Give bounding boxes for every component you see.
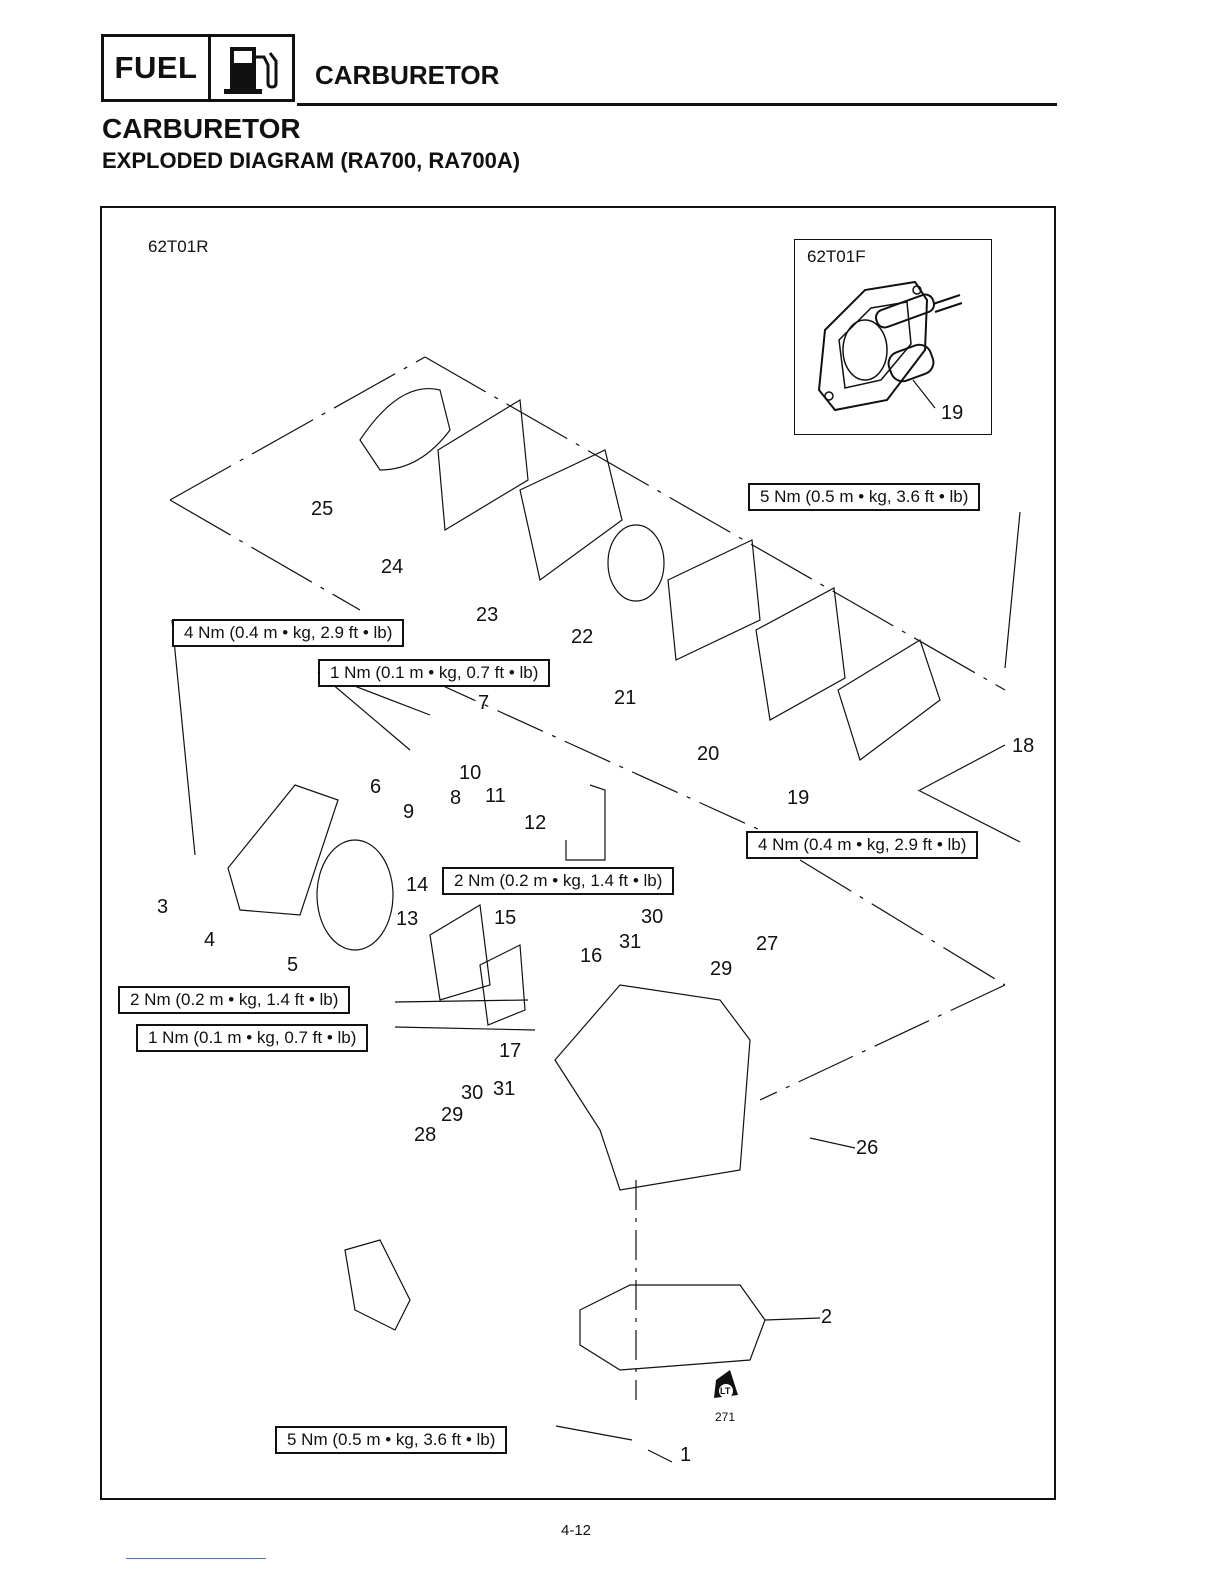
callout: 5 (287, 954, 299, 976)
torque-spec: 4 Nm (0.4 m • kg, 2.9 ft • lb) (172, 619, 405, 647)
callout: 15 (494, 907, 517, 929)
callout: 25 (311, 498, 334, 520)
callout: 30 (461, 1082, 484, 1104)
header-rule (297, 103, 1057, 106)
inset-code: 62T01F (807, 247, 866, 266)
inset-frame: 62T01F 19 (794, 239, 992, 435)
callout: 12 (524, 812, 547, 834)
callout: 4 (204, 929, 216, 951)
callout: 9 (403, 801, 415, 823)
page-subtitle: EXPLODED DIAGRAM (RA700, RA700A) (102, 148, 521, 173)
diagram-code: 62T01R (148, 237, 209, 256)
callout: 11 (485, 785, 506, 807)
torque-spec: 4 Nm (0.4 m • kg, 2.9 ft • lb) (746, 831, 979, 859)
callout: 26 (856, 1137, 879, 1159)
callout: 10 (459, 762, 482, 784)
callout: 23 (476, 604, 499, 626)
torque-spec: 5 Nm (0.5 m • kg, 3.6 ft • lb) (748, 483, 981, 511)
callout: 31 (493, 1078, 516, 1100)
page-title: CARBURETOR (102, 113, 301, 144)
callout: 31 (619, 931, 642, 953)
torque-spec: 5 Nm (0.5 m • kg, 3.6 ft • lb) (275, 1426, 508, 1454)
inset-callout: 19 (941, 402, 964, 424)
callout: 29 (710, 958, 733, 980)
callout: 7 (478, 692, 490, 714)
callout: 17 (499, 1040, 522, 1062)
callout: 30 (641, 906, 664, 928)
callout: 28 (414, 1124, 437, 1146)
callout: 27 (756, 933, 779, 955)
fuel-pump-icon (211, 37, 292, 99)
header-title: CARBURETOR (315, 60, 500, 90)
torque-spec: 1 Nm (0.1 m • kg, 0.7 ft • lb) (318, 659, 551, 687)
callout: 3 (157, 896, 169, 918)
sealant-code: 271 (715, 1410, 736, 1424)
section-tab: FUEL (101, 34, 295, 102)
torque-spec: 1 Nm (0.1 m • kg, 0.7 ft • lb) (136, 1024, 369, 1052)
callout: 8 (450, 787, 462, 809)
torque-spec: 2 Nm (0.2 m • kg, 1.4 ft • lb) (118, 986, 351, 1014)
callout: 29 (441, 1104, 464, 1126)
callout: 22 (571, 626, 594, 648)
torque-spec: 2 Nm (0.2 m • kg, 1.4 ft • lb) (442, 867, 675, 895)
callout: 24 (381, 556, 404, 578)
callout: 20 (697, 743, 720, 765)
loctite-icon (714, 1370, 738, 1398)
callout: 18 (1012, 735, 1035, 757)
callout: 1 (680, 1444, 692, 1466)
callout: 2 (821, 1306, 833, 1328)
callout: 19 (787, 787, 810, 809)
callout: 21 (614, 687, 637, 709)
diagram-frame (100, 206, 1056, 1500)
sealant-label: LT (720, 1386, 731, 1396)
callout: 13 (396, 908, 419, 930)
inset-fuel-pump-drawing (817, 280, 963, 412)
section-label: FUEL (104, 37, 211, 99)
footer-rule (126, 1558, 266, 1559)
callout: 6 (370, 776, 382, 798)
callout: 16 (580, 945, 603, 967)
callout: 14 (406, 874, 429, 896)
page-number: 4-12 (561, 1522, 592, 1539)
